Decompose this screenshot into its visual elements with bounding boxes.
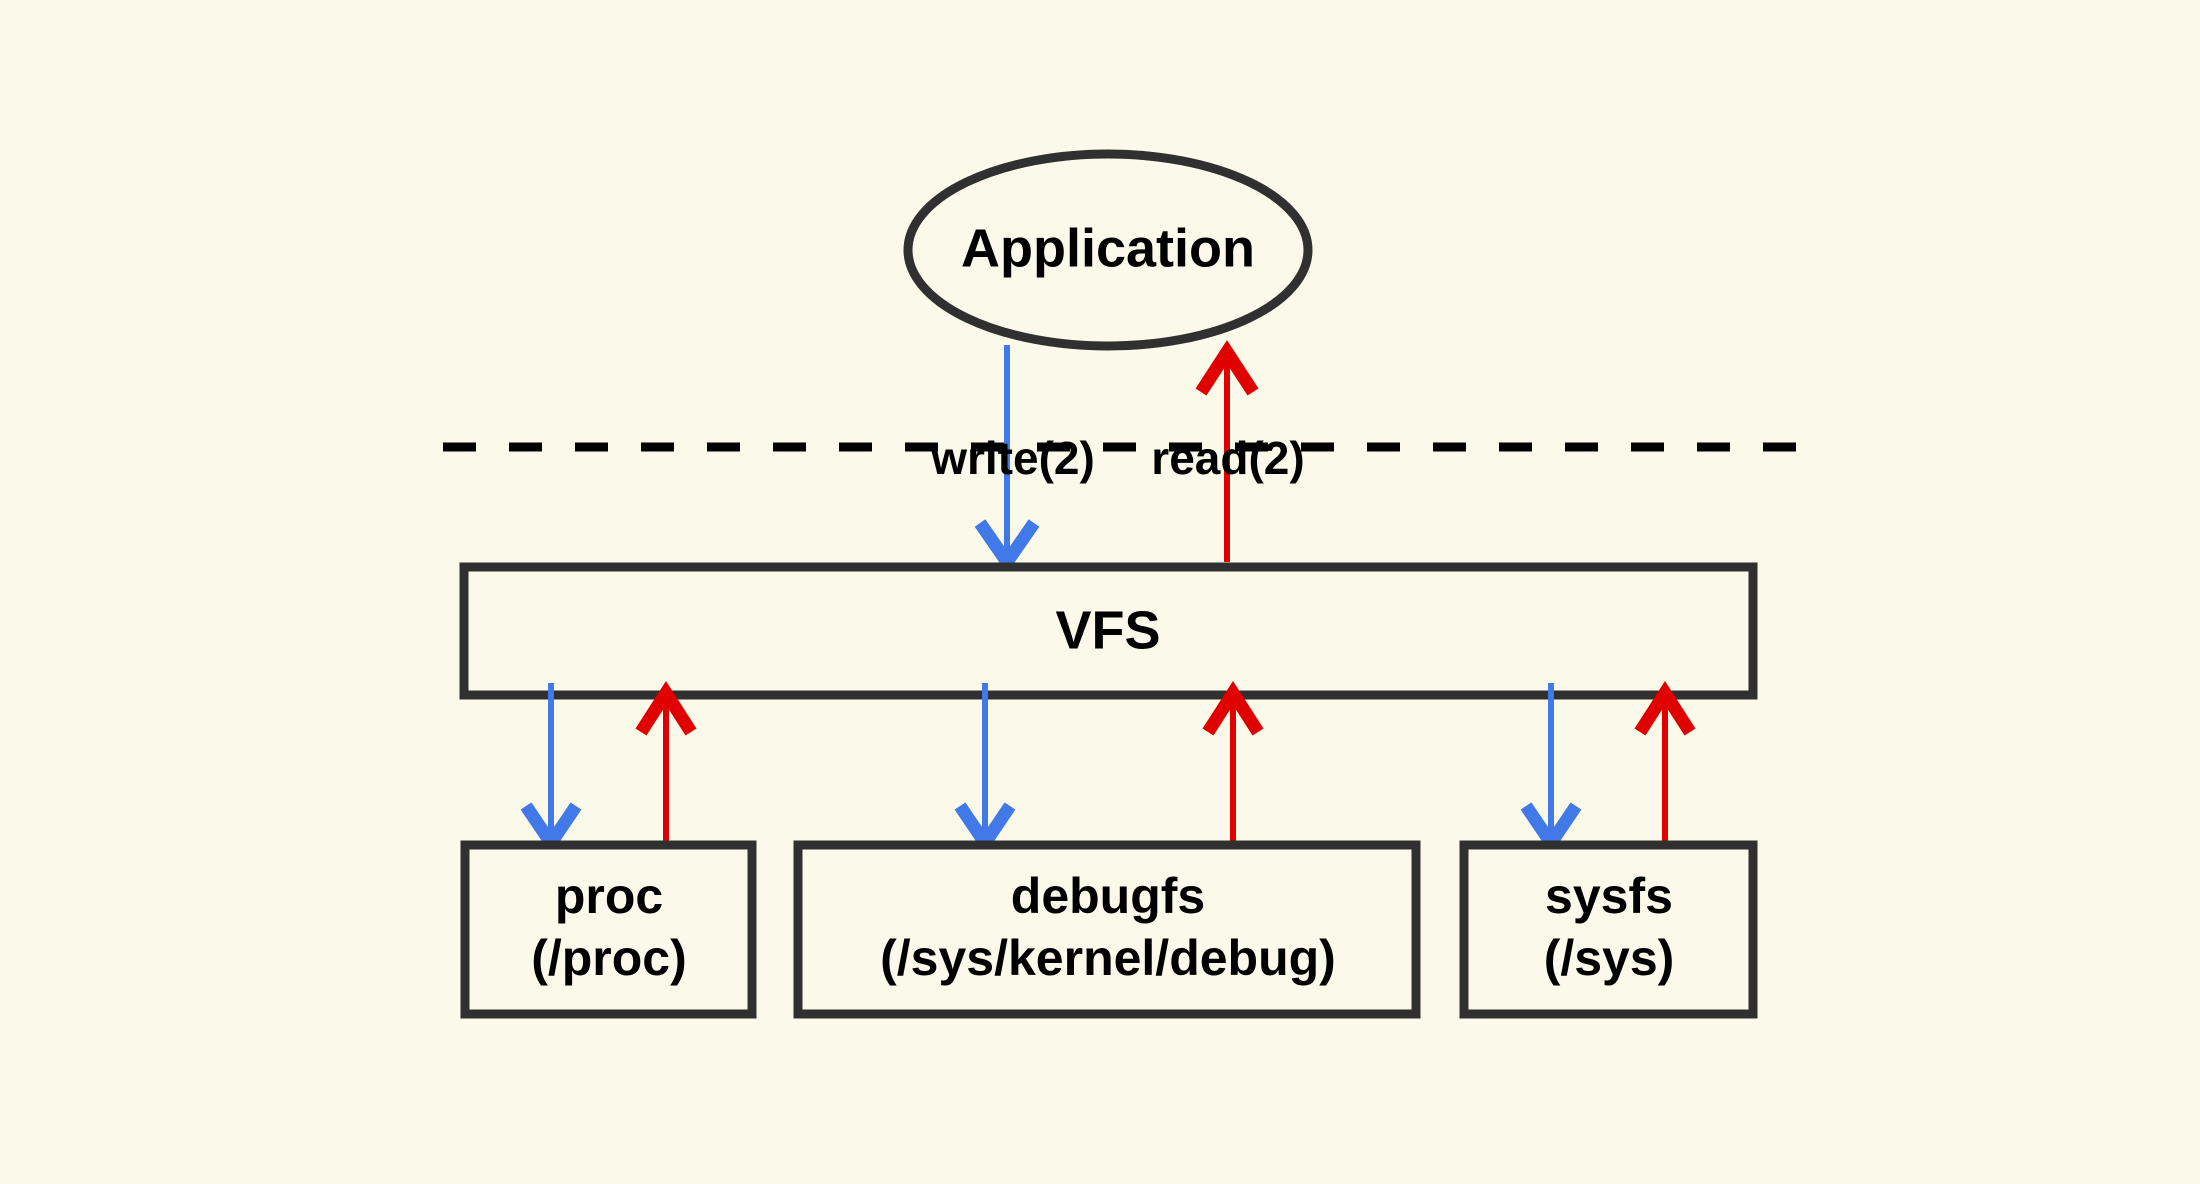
node-application[interactable]: Application [903,149,1313,351]
debugfs-rect-shape [793,840,1421,1019]
read-arrowhead-icon [1195,340,1259,396]
flow-debugfs-read-to-vfs[interactable] [1202,680,1264,843]
application-ellipse-shape [903,149,1313,351]
node-debugfs[interactable]: debugfs (/sys/kernel/debug) [793,840,1421,1019]
node-vfs[interactable]: VFS [459,562,1758,700]
flow-proc-read-to-vfs[interactable] [635,680,697,843]
debugfs-label-name: debugfs [1011,868,1205,924]
flow-app-write-to-vfs[interactable] [974,345,1040,574]
flow-vfs-write-to-debugfs[interactable] [954,683,1016,855]
sysfs-read-arrowhead-icon [1634,680,1696,736]
proc-read-arrowhead-icon [635,680,697,736]
node-sysfs[interactable]: sysfs (/sys) [1459,840,1758,1019]
vfs-rect-shape [459,562,1758,700]
debugfs-label-path: (/sys/kernel/debug) [880,930,1336,986]
edge-label-read: read(2) [1151,432,1304,484]
vfs-label: VFS [1055,600,1160,660]
proc-label-path: (/proc) [531,930,687,986]
debugfs-read-arrowhead-icon [1202,680,1264,736]
sysfs-label-path: (/sys) [1544,930,1675,986]
sysfs-rect-shape [1459,840,1758,1019]
flow-vfs-write-to-proc[interactable] [520,683,582,855]
application-label: Application [961,218,1255,278]
node-proc[interactable]: proc (/proc) [460,840,757,1019]
edge-label-write: write(2) [930,432,1095,484]
proc-rect-shape [460,840,757,1019]
flow-vfs-write-to-sysfs[interactable] [1520,683,1582,855]
write-arrowhead-icon [974,519,1040,574]
flow-vfs-read-to-app[interactable] [1195,340,1259,562]
flow-sysfs-read-to-vfs[interactable] [1634,680,1696,843]
proc-label-name: proc [555,868,663,924]
sysfs-label-name: sysfs [1545,868,1673,924]
